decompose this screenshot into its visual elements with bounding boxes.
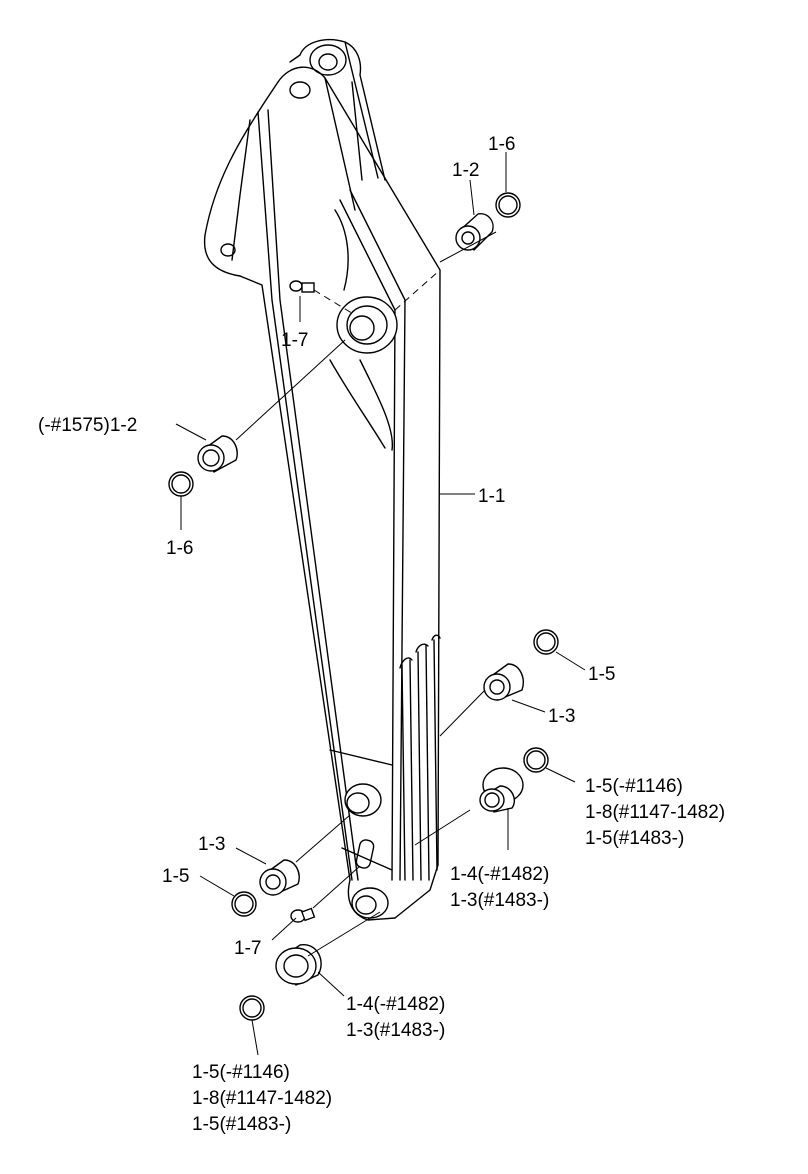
label-1-4-right-2: 1-3(#1483-) bbox=[450, 890, 549, 911]
arm-body bbox=[203, 38, 441, 921]
label-1-5-right-b3: 1-5(#1483-) bbox=[585, 828, 684, 849]
label-1-4-right-1: 1-4(-#1482) bbox=[450, 864, 549, 885]
label-1-3-right: 1-3 bbox=[548, 706, 575, 727]
flanged-bushing-1-4-bottom bbox=[275, 944, 322, 986]
grease-fitting-1-7-bottom bbox=[290, 865, 361, 923]
bushing-1-3-right bbox=[483, 663, 524, 701]
bushing-1-2-top bbox=[455, 213, 494, 252]
label-1-4-bottom-2: 1-3(#1483-) bbox=[346, 1020, 445, 1041]
ring-1-5-right bbox=[533, 629, 559, 655]
labels: 1-1 1-2 1-6 1-7 (-#1575)1-2 1-6 1-5 1-3 … bbox=[38, 134, 725, 1135]
ring-1-6-top bbox=[495, 192, 521, 218]
ring-1-6-left bbox=[168, 471, 194, 497]
label-1-7-top: 1-7 bbox=[281, 330, 308, 351]
label-1-5-left: 1-5 bbox=[162, 866, 189, 887]
label-1-4-bottom-1: 1-4(-#1482) bbox=[346, 994, 445, 1015]
ring-1-5-bottom bbox=[239, 995, 265, 1021]
ring-1-5-right-bottom bbox=[523, 747, 549, 773]
label-1-2-top: 1-2 bbox=[452, 160, 479, 181]
label-1-5-right-b2: 1-8(#1147-1482) bbox=[585, 802, 725, 823]
grease-fitting-1-7-top bbox=[289, 280, 356, 316]
label-1-5-right-b1: 1-5(-#1146) bbox=[585, 776, 683, 797]
flanged-bushing-1-4-right bbox=[479, 767, 524, 813]
label-1-5-bottom-3: 1-5(#1483-) bbox=[192, 1114, 291, 1135]
label-1-2-left: (-#1575)1-2 bbox=[38, 415, 137, 436]
label-1-6-top: 1-6 bbox=[488, 134, 515, 155]
label-1-5-bottom-2: 1-8(#1147-1482) bbox=[192, 1088, 332, 1109]
label-1-6-left: 1-6 bbox=[166, 538, 193, 559]
label-1-5-right: 1-5 bbox=[588, 664, 615, 685]
label-1-5-bottom-1: 1-5(-#1146) bbox=[192, 1062, 290, 1083]
label-1-7-bottom: 1-7 bbox=[234, 938, 261, 959]
ring-1-5-left bbox=[231, 891, 257, 917]
label-1-1: 1-1 bbox=[478, 486, 505, 507]
bushing-1-3-left bbox=[259, 859, 300, 896]
label-1-3-left: 1-3 bbox=[198, 834, 225, 855]
bushing-1-2-left bbox=[197, 435, 238, 473]
leader-lines bbox=[175, 152, 586, 1056]
